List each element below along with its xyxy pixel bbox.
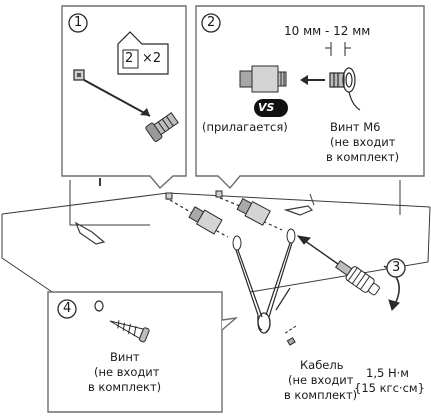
- screw-label: Винт: [110, 350, 140, 364]
- tv-feet: [74, 205, 314, 245]
- cable-note-1: (не входит: [288, 373, 354, 387]
- screwdriver-icon: [296, 235, 400, 311]
- step-1-circle: [68, 13, 88, 33]
- install-guide-lines: [169, 197, 283, 238]
- torque-value-kgf: {15 кгс·см}: [354, 381, 425, 395]
- cable: [235, 242, 293, 334]
- quantity-multiplier: ×2: [142, 51, 162, 66]
- step-2-number: 2: [207, 15, 216, 30]
- wall-screw-icon: [283, 325, 297, 346]
- cable-note-2: в комплект): [284, 388, 358, 402]
- tv-body: [69, 178, 401, 226]
- screw-icon: [109, 320, 150, 343]
- spacer-supplied-label: (прилагается): [202, 120, 288, 134]
- step-3-circle: [386, 258, 406, 278]
- torque-value: 1,5 Н·м: [366, 366, 409, 380]
- mounted-spacers: [188, 198, 296, 251]
- screw-note-1: (не входит: [94, 365, 160, 379]
- gap-dimension: 10 мм - 12 мм: [284, 24, 371, 38]
- screw-note-2: в комплект): [88, 380, 162, 394]
- vs-badge: [254, 99, 288, 117]
- eye-bolt-icon: [329, 67, 361, 111]
- panel-step-4: [47, 291, 239, 413]
- bolt-icon: [145, 112, 179, 142]
- vs-badge-text: VS: [258, 101, 275, 114]
- step-4-circle: [57, 299, 77, 319]
- step-2-circle: [201, 13, 221, 33]
- cable-label: Кабель: [300, 358, 344, 372]
- spacer-vs-icon: [239, 65, 287, 93]
- quantity-box-number: 2: [125, 51, 134, 66]
- tv-mount-holes: [165, 190, 223, 200]
- step-3-number: 3: [392, 260, 401, 275]
- m6-screw-note-2: в комплект): [326, 150, 400, 164]
- m6-screw-label: Винт M6: [330, 120, 381, 134]
- panel-step-1: [61, 5, 187, 190]
- step-4-number: 4: [63, 301, 72, 316]
- panel-step-2: [195, 5, 425, 190]
- m6-screw-note-1: (не входит: [330, 135, 396, 149]
- step-1-number: 1: [74, 15, 83, 30]
